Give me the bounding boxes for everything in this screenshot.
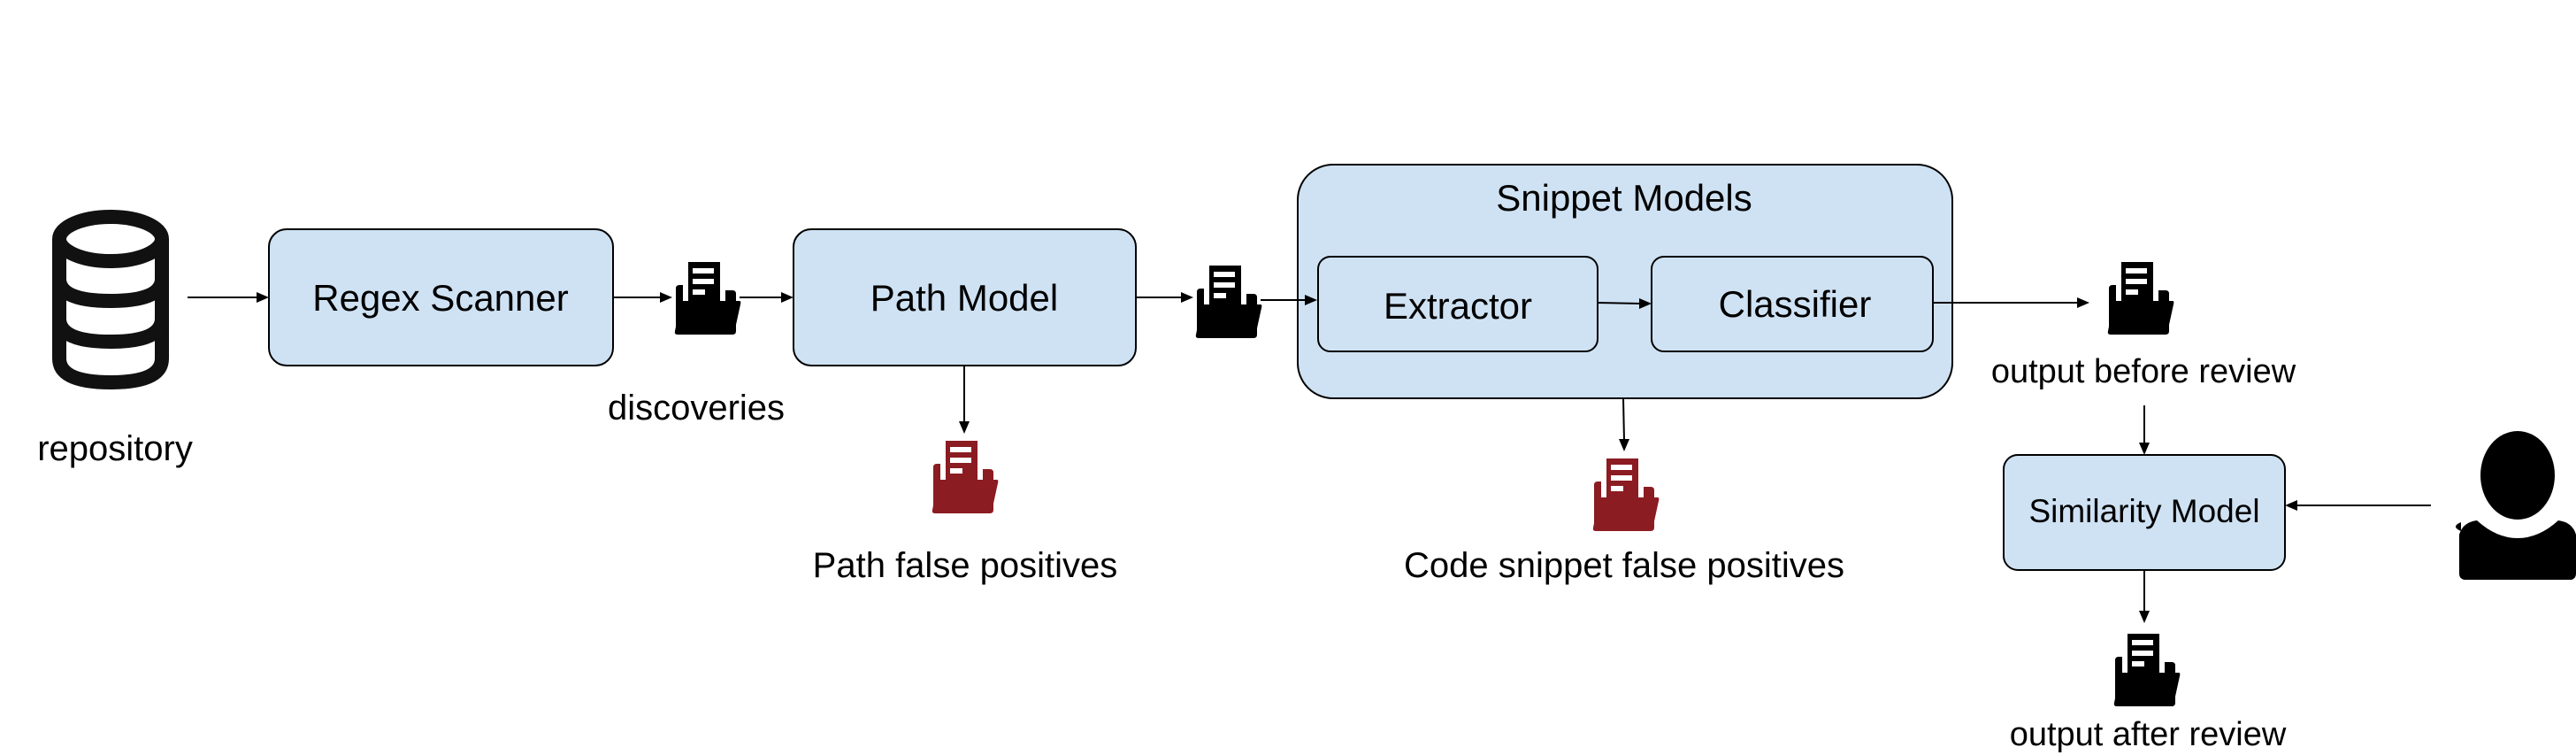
edge-similarity-model-to-output-after-review xyxy=(2139,570,2150,623)
path-false-positives-node: Path false positives xyxy=(813,435,1118,585)
classifier-box xyxy=(1651,256,1934,352)
folder-document-icon xyxy=(674,257,741,335)
snippet-models-node: Snippet Models Extractor Classifier xyxy=(1297,164,1953,399)
edge-repository-to-regex-scanner xyxy=(188,292,269,303)
snippet-models-label: Snippet Models xyxy=(1496,177,1752,219)
edge-classifier-to-output-before-review xyxy=(1933,297,2089,308)
code-snippet-false-positives-label: Code snippet false positives xyxy=(1404,546,1844,585)
path-model-label: Path Model xyxy=(870,277,1058,319)
regex-scanner-node: Regex Scanner xyxy=(268,228,614,366)
output-before-review-node: output before review xyxy=(1991,257,2296,390)
similarity-model-node: Similarity Model xyxy=(2003,454,2286,571)
discoveries-node: discoveries xyxy=(608,257,785,428)
discoveries-label: discoveries xyxy=(608,389,785,428)
extractor-node: Extractor xyxy=(1317,256,1598,352)
edge-snippet-models-to-code-snippet-false-positives xyxy=(1619,397,1629,451)
path-model-node: Path Model xyxy=(793,228,1137,366)
edge-reviewer-to-similarity-model xyxy=(2285,500,2431,511)
folder-document-icon xyxy=(2113,628,2181,706)
edge-path-model-to-snippet-models xyxy=(1136,292,1317,305)
path-false-positives-label: Path false positives xyxy=(813,546,1118,585)
edge-output-before-review-to-similarity-model xyxy=(2139,405,2150,455)
output-after-review-node: output after review xyxy=(2010,628,2287,753)
repository-label: repository xyxy=(37,429,193,468)
reviewer-node xyxy=(2456,431,2576,580)
folder-document-icon xyxy=(1195,260,1262,338)
extractor-box xyxy=(1317,256,1598,352)
database-icon xyxy=(52,210,169,390)
folder-document-icon xyxy=(2107,257,2174,335)
output-after-review-label: output after review xyxy=(2010,716,2287,753)
folder-document-icon xyxy=(932,435,999,513)
classifier-node: Classifier xyxy=(1651,256,1934,352)
edge-path-model-to-path-false-positives xyxy=(959,366,970,434)
similarity-model-label: Similarity Model xyxy=(2028,493,2259,529)
user-icon xyxy=(2456,431,2576,580)
extractor-label: Extractor xyxy=(1384,285,1532,327)
edge-extractor-to-classifier xyxy=(1597,298,1652,309)
folder-document-icon xyxy=(1592,453,1660,531)
classifier-label: Classifier xyxy=(1719,283,1872,325)
edge-regex-scanner-to-discoveries xyxy=(613,292,672,303)
output-before-review-label: output before review xyxy=(1991,353,2296,390)
repository-node: repository xyxy=(37,210,193,468)
edge-discoveries-to-path-model xyxy=(740,292,794,303)
code-snippet-false-positives-node: Code snippet false positives xyxy=(1404,453,1844,585)
regex-scanner-label: Regex Scanner xyxy=(312,277,569,319)
